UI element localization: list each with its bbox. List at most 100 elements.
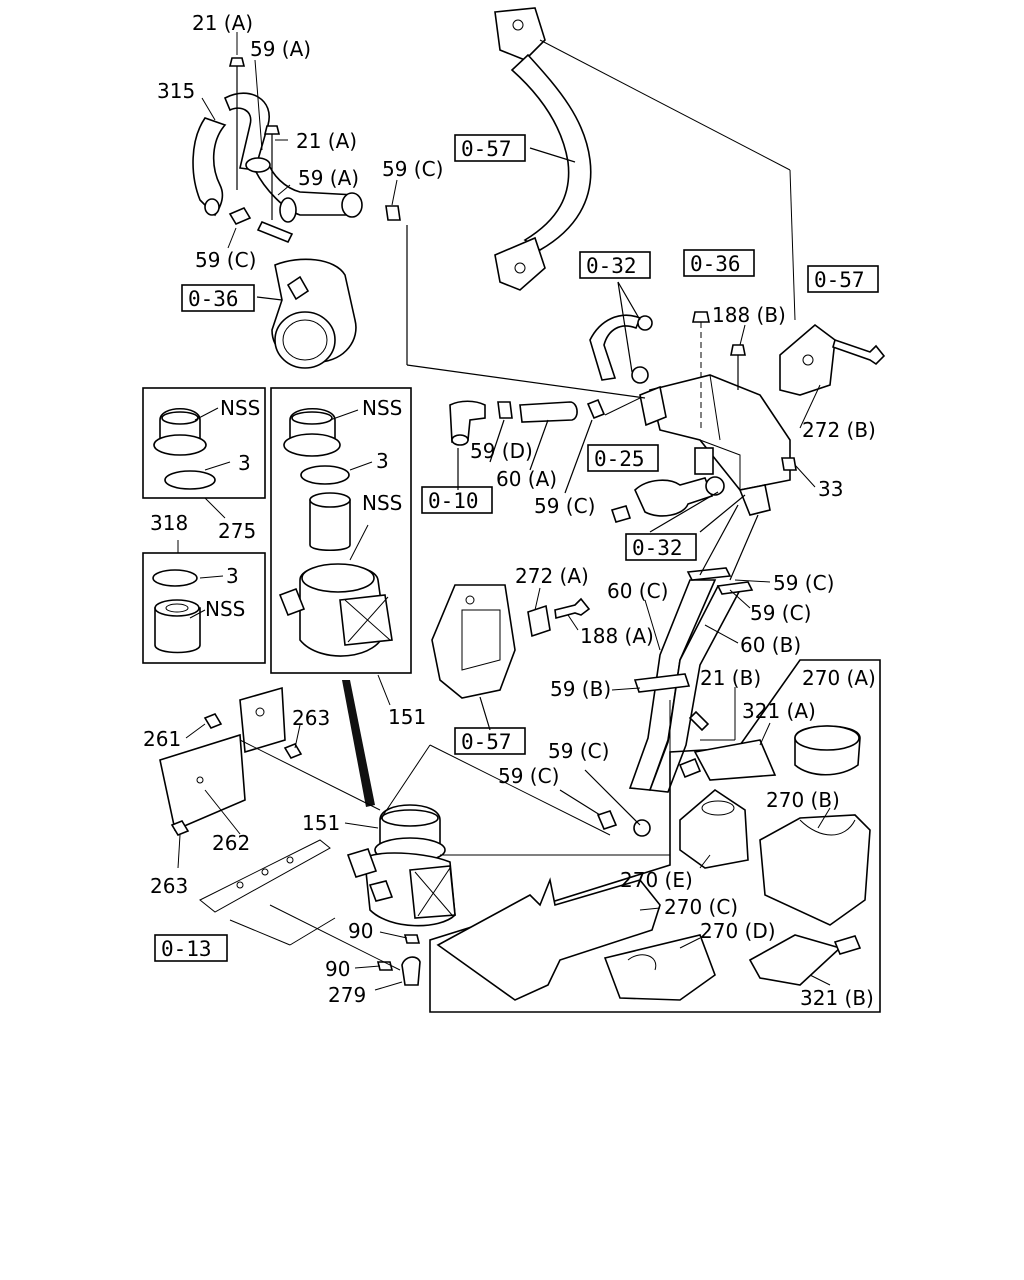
label-263-1: 263: [292, 706, 330, 730]
ref-box-0-36-mid[interactable]: 0-36: [683, 249, 755, 277]
bolt-261: [203, 713, 223, 729]
bolt-188a: [554, 597, 591, 620]
cover-270b: [759, 814, 871, 926]
label-318: 318: [150, 511, 188, 535]
ref-box-0-25[interactable]: 0-25: [587, 444, 659, 472]
label-60c: 60 (C): [607, 579, 668, 603]
label-60b: 60 (B): [740, 633, 801, 657]
label-59c-6: 59 (C): [548, 739, 609, 763]
bolt-263-bottom: [170, 820, 190, 836]
ref-label-0-57-bottom: 0-57: [461, 730, 512, 754]
label-nss-2: NSS: [205, 597, 245, 621]
label-263-2: 263: [150, 874, 188, 898]
bracket-272b: [779, 323, 836, 396]
pad-270d: [603, 934, 716, 1001]
kit-151: [270, 387, 412, 674]
pad-270c: [436, 877, 661, 1001]
cooler-body: [639, 374, 791, 516]
bracket-262: [159, 686, 286, 832]
label-59c-4: 59 (C): [773, 571, 834, 595]
clips-90: [376, 934, 421, 971]
label-90-2: 90: [325, 957, 350, 981]
ref-box-0-57-bottom[interactable]: 0-57: [454, 727, 526, 755]
label-270d: 270 (D): [700, 919, 776, 943]
label-272a: 272 (A): [515, 564, 589, 588]
label-315: 315: [157, 79, 195, 103]
label-33: 33: [818, 477, 843, 501]
clamp-33: [781, 457, 797, 471]
elbow-0-36: [271, 258, 357, 369]
label-321a: 321 (A): [742, 699, 816, 723]
label-59c-7: 59 (C): [498, 764, 559, 788]
label-270e: 270 (E): [620, 868, 693, 892]
fitting-0-10: [449, 400, 513, 446]
label-59a-top: 59 (A): [250, 37, 311, 61]
kit-275: [142, 387, 266, 499]
bolt-21a-top: [228, 57, 246, 190]
clamp-59c-lower: [596, 810, 651, 837]
rail-0-13: [199, 839, 331, 913]
ref-label-0-25: 0-25: [594, 447, 645, 471]
ref-box-0-57-right[interactable]: 0-57: [807, 265, 879, 293]
leader-lines: [177, 32, 831, 991]
ref-box-0-57-top[interactable]: 0-57: [454, 134, 526, 162]
ref-label-0-32-top: 0-32: [586, 254, 637, 278]
part-labels: 21 (A) 59 (A) 315 21 (A) 59 (A) 59 (C) 5…: [143, 11, 876, 1010]
label-261: 261: [143, 727, 181, 751]
band-321a: [678, 739, 777, 781]
label-275: 275: [218, 519, 256, 543]
ref-box-0-32-top[interactable]: 0-32: [579, 251, 651, 279]
cover-270e: [679, 788, 749, 869]
pump-151: [346, 804, 456, 927]
ref-box-0-13[interactable]: 0-13: [154, 934, 228, 962]
ref-label-0-10: 0-10: [428, 489, 479, 513]
ref-label-0-36-left: 0-36: [188, 287, 239, 311]
spacer-0-25: [694, 447, 714, 475]
label-21a-mid: 21 (A): [296, 129, 357, 153]
label-90-1: 90: [348, 919, 373, 943]
ref-label-0-32-mid: 0-32: [632, 536, 683, 560]
ref-label-0-57-top: 0-57: [461, 137, 512, 161]
dark-arrow: [342, 680, 375, 807]
ref-box-0-10[interactable]: 0-10: [421, 486, 493, 514]
hose-60a: [519, 398, 606, 423]
pipe-0-57-top: [494, 7, 592, 291]
ref-box-0-32-mid[interactable]: 0-32: [625, 533, 697, 561]
fitting-0-32-mid: [610, 476, 725, 523]
label-151-2: 151: [302, 811, 340, 835]
kit-318: [142, 552, 266, 664]
bolt-21b: [688, 710, 710, 732]
label-nss-4: NSS: [362, 491, 402, 515]
label-321b: 321 (B): [800, 986, 874, 1010]
band-321b: [748, 934, 862, 986]
label-188a: 188 (A): [580, 624, 654, 648]
label-151-1: 151: [388, 705, 426, 729]
label-21a-top: 21 (A): [192, 11, 253, 35]
ref-box-0-36-left[interactable]: 0-36: [181, 284, 255, 312]
bracket-0-57-lower: [431, 584, 516, 699]
label-3-2: 3: [226, 564, 239, 588]
label-270a: 270 (A): [802, 666, 876, 690]
bolt-21a-mid: [263, 125, 281, 220]
label-262: 262: [212, 831, 250, 855]
hose-0-32-top: [589, 314, 653, 384]
label-279: 279: [328, 983, 366, 1007]
clamp-59c-top-left: [228, 206, 252, 226]
label-nss-3: NSS: [362, 396, 402, 420]
insulation-kit-box: [429, 659, 881, 1013]
label-59b: 59 (B): [550, 677, 611, 701]
hose-315: [192, 92, 363, 218]
label-59c-3: 59 (C): [534, 494, 595, 518]
label-59c-2: 59 (C): [195, 248, 256, 272]
bracket-272a: [527, 604, 551, 638]
bolt-0-57-right: [832, 338, 886, 366]
label-21b: 21 (B): [700, 666, 761, 690]
bolt-0-36-mid: [692, 311, 710, 430]
ref-label-0-13: 0-13: [161, 937, 212, 961]
clamp-59a: [245, 157, 297, 244]
bolt-263-top: [283, 743, 303, 759]
label-188b: 188 (B): [712, 303, 786, 327]
label-3-3: 3: [376, 449, 389, 473]
cover-270a: [794, 725, 861, 776]
